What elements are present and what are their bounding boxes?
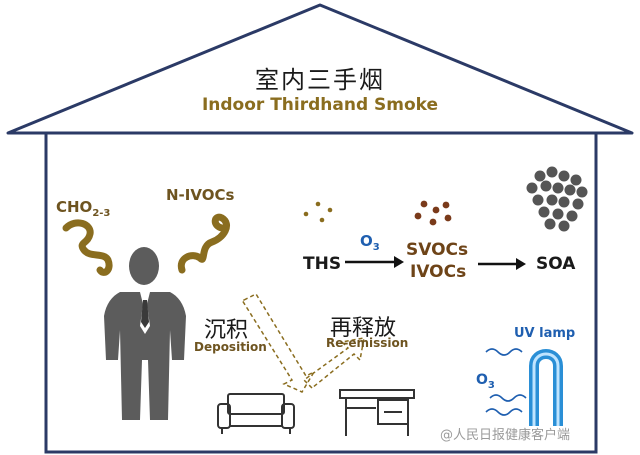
uv-ozone-label: O3 — [476, 372, 495, 391]
cho-subscript: 2-3 — [92, 208, 111, 219]
cho-label: CHO2-3 — [56, 198, 110, 219]
title-chinese: 室内三手烟 — [255, 66, 385, 94]
reemission-en-label: Re-emission — [326, 336, 409, 350]
soa-label: SOA — [536, 254, 576, 274]
nivocs-label: N-IVOCs — [166, 186, 235, 204]
deposition-en-label: Deposition — [194, 340, 267, 354]
ozone-label: O3 — [360, 232, 380, 253]
smoke-swirl-icon — [177, 213, 230, 274]
ths-particles — [303, 201, 333, 223]
cho-text: CHO — [56, 198, 93, 216]
sofa-icon — [217, 393, 295, 434]
desk-icon — [339, 389, 415, 436]
deposition-arrow — [240, 293, 316, 393]
svoc-particles — [414, 200, 452, 226]
reaction-arrow — [478, 258, 526, 270]
reaction-arrow — [345, 256, 404, 268]
uv-ray — [485, 348, 527, 416]
deposition-zh-label: 沉积 — [204, 318, 249, 343]
uv-lamp-label: UV lamp — [514, 326, 576, 341]
ozone-subscript: 3 — [372, 242, 380, 253]
uv-ozone-text: O — [476, 372, 488, 388]
ths-label: THS — [303, 254, 342, 274]
ivocs-label: IVOCs — [410, 262, 467, 282]
uv-lamp-icon — [529, 349, 563, 426]
watermark: @人民日报健康客户端 — [440, 428, 571, 443]
uv-ozone-subscript: 3 — [487, 379, 495, 391]
particle-cluster-icon — [526, 166, 588, 232]
person-icon — [104, 247, 186, 420]
title-english: Indoor Thirdhand Smoke — [201, 95, 439, 115]
reemission-arrow — [302, 337, 365, 390]
reemission-zh-label: 再释放 — [330, 316, 397, 341]
house-walls — [44, 133, 598, 454]
ozone-text: O — [360, 232, 373, 250]
smoke-swirl-icon — [62, 219, 113, 276]
svocs-label: SVOCs — [406, 240, 469, 260]
